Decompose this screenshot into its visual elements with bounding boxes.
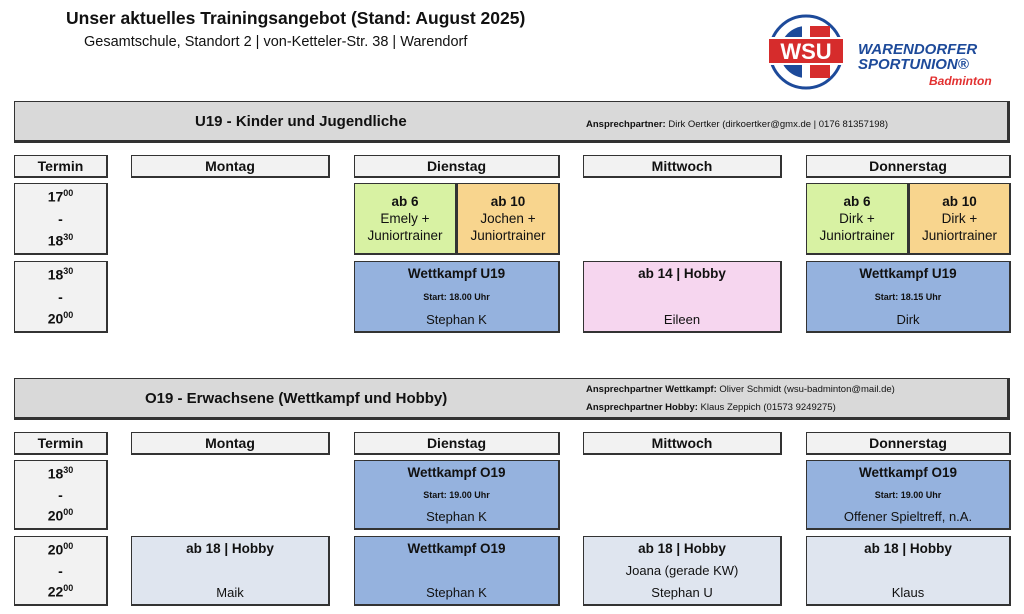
training-cell-donnerstag[interactable]: ab 6 Dirk + Juniortrainer <box>806 183 909 255</box>
cell-title: ab 10 <box>490 194 526 209</box>
contact-label: Ansprechpartner Wettkampf: <box>586 384 717 395</box>
section-title: O19 - Erwachsene (Wettkampf und Hobby) <box>145 390 448 407</box>
section-title: U19 - Kinder und Jugendliche <box>195 113 407 130</box>
day-header-dienstag: Dienstag <box>354 155 560 178</box>
cell-title: ab 6 <box>391 194 419 209</box>
cell-detail: Start: 18.00 Uhr <box>423 291 490 302</box>
time-to: 2200 <box>47 583 74 600</box>
training-cell-donnerstag[interactable]: ab 10 Dirk + Juniortrainer <box>909 183 1011 255</box>
svg-text:WSU: WSU <box>780 39 831 64</box>
cell-title: Wettkampf U19 <box>859 266 957 281</box>
cell-detail: Joana (gerade KW) <box>625 563 739 578</box>
training-cell-dienstag[interactable]: ab 6 Emely + Juniortrainer <box>354 183 457 255</box>
cell-title: ab 14 | Hobby <box>638 266 726 281</box>
section-header: O19 - Erwachsene (Wettkampf und Hobby) An… <box>14 378 1010 420</box>
time-sep: - <box>58 288 63 305</box>
day-header-dienstag: Dienstag <box>354 432 560 455</box>
day-header-donnerstag: Donnerstag <box>806 155 1011 178</box>
time-slot: 1700 - 1830 <box>14 183 108 255</box>
time-slot: 1830 - 2000 <box>14 460 108 530</box>
contact-info: Ansprechpartner Wettkampf: Oliver Schmid… <box>586 382 895 397</box>
svg-text:Badminton: Badminton <box>929 74 992 88</box>
contact-value: Klaus Zeppich (01573 9249275) <box>697 402 836 413</box>
cell-title: Wettkampf O19 <box>407 541 506 556</box>
day-header-termin: Termin <box>14 432 108 455</box>
training-cell-dienstag[interactable]: Wettkampf O19 Stephan K <box>354 536 560 606</box>
day-header-donnerstag: Donnerstag <box>806 432 1011 455</box>
time-sep: - <box>58 210 63 227</box>
time-slot: 2000 - 2200 <box>14 536 108 606</box>
cell-detail: Dirk + <box>941 211 978 226</box>
cell-detail: Emely + <box>380 211 430 226</box>
training-cell-montag[interactable]: ab 18 | Hobby Maik <box>131 536 330 606</box>
cell-detail: Jochen + <box>480 211 536 226</box>
time-from: 1830 <box>47 266 74 283</box>
contact-info: Ansprechpartner: Dirk Oertker (dirkoertk… <box>586 117 888 132</box>
cell-trainer: Maik <box>216 585 244 600</box>
cell-trainer: Offener Spieltreff, n.A. <box>843 509 973 524</box>
cell-trainer: Dirk <box>896 312 920 327</box>
cell-title: ab 18 | Hobby <box>864 541 952 556</box>
time-from: 2000 <box>47 541 74 558</box>
cell-title: ab 18 | Hobby <box>186 541 274 556</box>
contact-value: Dirk Oertker (dirkoertker@gmx.de | 0176 … <box>665 119 888 130</box>
day-header-montag: Montag <box>131 432 330 455</box>
cell-trainer: Juniortrainer <box>921 228 998 243</box>
cell-detail: Start: 18.15 Uhr <box>874 291 942 302</box>
cell-detail: Start: 19.00 Uhr <box>423 489 490 500</box>
page-title: Unser aktuelles Trainingsangebot (Stand:… <box>66 8 526 28</box>
cell-trainer: Stephan K <box>426 312 487 327</box>
cell-title: ab 18 | Hobby <box>638 541 726 556</box>
wsu-logo: WSU WARENDORFER SPORTUNION® Badminton <box>766 14 1006 90</box>
training-cell-mittwoch[interactable]: ab 14 | Hobby Eileen <box>583 261 782 333</box>
training-cell-donnerstag[interactable]: ab 18 | Hobby Klaus <box>806 536 1011 606</box>
page-subtitle: Gesamtschule, Standort 2 | von-Ketteler-… <box>84 34 468 50</box>
cell-detail: Start: 19.00 Uhr <box>874 489 942 500</box>
section-header: U19 - Kinder und Jugendliche Ansprechpart… <box>14 101 1010 143</box>
contact-value: Oliver Schmidt (wsu-badminton@mail.de) <box>716 384 895 395</box>
cell-trainer: Klaus <box>891 585 925 600</box>
training-cell-dienstag[interactable]: ab 10 Jochen + Juniortrainer <box>457 183 560 255</box>
time-slot: 1830 - 2000 <box>14 261 108 333</box>
time-to: 1830 <box>47 232 74 249</box>
contact-info: Ansprechpartner Hobby: Klaus Zeppich (01… <box>586 400 836 415</box>
cell-detail <box>134 563 326 578</box>
svg-text:WARENDORFER: WARENDORFER <box>858 41 977 58</box>
svg-text:SPORTUNION®: SPORTUNION® <box>858 56 970 73</box>
cell-detail <box>586 289 778 304</box>
time-sep: - <box>58 562 63 579</box>
day-header-montag: Montag <box>131 155 330 178</box>
cell-trainer: Stephan U <box>651 585 713 600</box>
cell-title: Wettkampf O19 <box>858 465 958 480</box>
contact-label: Ansprechpartner Hobby: <box>586 402 698 413</box>
time-from: 1700 <box>47 188 74 205</box>
cell-title: ab 10 <box>942 194 977 209</box>
cell-title: Wettkampf O19 <box>407 465 506 480</box>
cell-detail <box>809 563 1007 578</box>
time-to: 2000 <box>47 507 74 524</box>
cell-trainer: Eileen <box>663 312 701 327</box>
day-header-mittwoch: Mittwoch <box>583 155 782 178</box>
cell-trainer: Juniortrainer <box>367 228 443 243</box>
cell-trainer: Stephan K <box>426 509 487 524</box>
time-sep: - <box>58 486 63 503</box>
cell-detail: Dirk + <box>839 211 875 226</box>
cell-title: ab 6 <box>843 194 871 209</box>
cell-detail <box>357 563 556 578</box>
cell-trainer: Juniortrainer <box>819 228 895 243</box>
time-to: 2000 <box>47 310 74 327</box>
cell-title: Wettkampf U19 <box>407 266 506 281</box>
day-header-termin: Termin <box>14 155 108 178</box>
time-from: 1830 <box>47 465 74 482</box>
contact-label: Ansprechpartner: <box>586 119 666 130</box>
cell-trainer: Stephan K <box>426 585 487 600</box>
cell-trainer: Juniortrainer <box>470 228 546 243</box>
day-header-mittwoch: Mittwoch <box>583 432 782 455</box>
